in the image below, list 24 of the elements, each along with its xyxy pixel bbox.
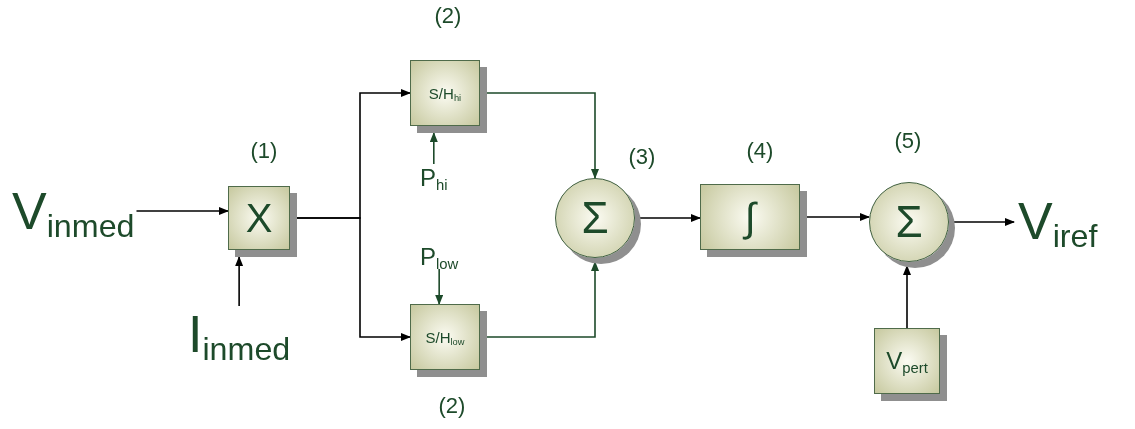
signal-label: P$_{low}$ bbox=[420, 245, 459, 269]
block-number: (2) bbox=[433, 5, 463, 27]
arrow bbox=[903, 265, 911, 329]
block-number: (2) bbox=[437, 395, 467, 417]
block-number: (1) bbox=[249, 140, 279, 162]
output-label: V$_{iref}$ bbox=[1018, 195, 1098, 247]
signal-label: P$_{hi}$ bbox=[420, 166, 448, 190]
block-number: (3) bbox=[627, 146, 657, 168]
arrow bbox=[806, 213, 870, 221]
block-number: (4) bbox=[745, 140, 775, 162]
arrow bbox=[135, 207, 229, 215]
input-label: V$_{inmed}$ bbox=[12, 185, 135, 237]
block-label: S/H$_{low}$ bbox=[425, 329, 465, 345]
block-label: Σ bbox=[895, 200, 923, 244]
block-number: (5) bbox=[893, 130, 923, 152]
arrow bbox=[486, 92, 599, 179]
arrow bbox=[235, 256, 244, 307]
block-label: X bbox=[245, 198, 273, 238]
input-label: I$_{inmed}$ bbox=[188, 308, 291, 360]
block-label: Σ bbox=[581, 196, 609, 240]
arrow bbox=[435, 268, 444, 305]
arrow bbox=[429, 132, 438, 165]
block-label: S/H$_{hi}$ bbox=[428, 85, 462, 101]
arrow bbox=[486, 261, 599, 338]
